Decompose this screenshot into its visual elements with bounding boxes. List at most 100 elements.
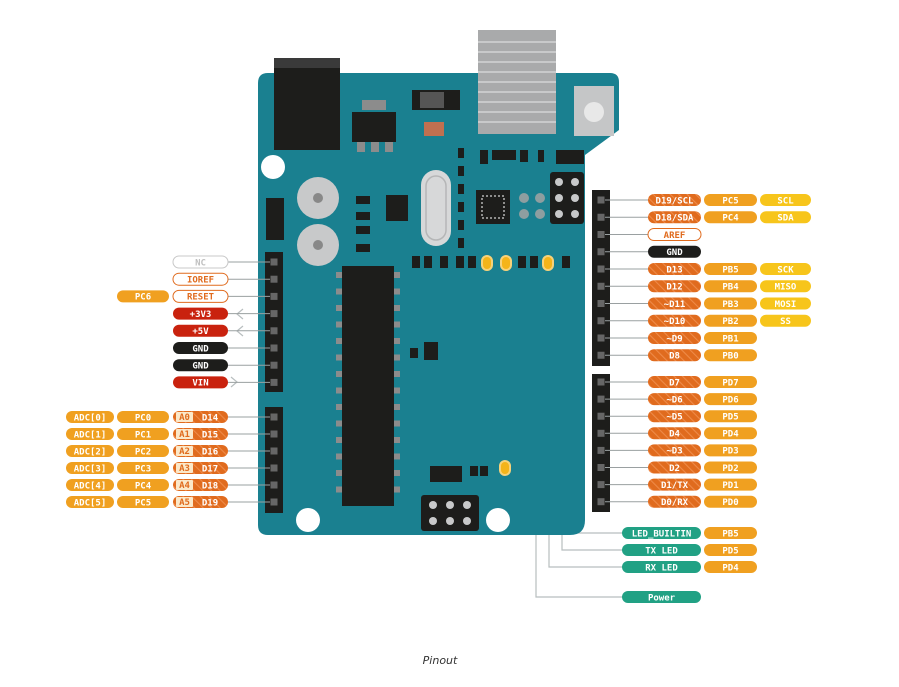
- left-analog-adc-2-bg: [66, 445, 114, 457]
- right-upper-func-5-text: MISO: [775, 283, 797, 293]
- right-upper-label-1-text: D18/SDA: [656, 214, 695, 224]
- right-upper-func-7-text: SS: [780, 317, 791, 327]
- left-analog-adc-0-text: ADC[0]: [74, 413, 107, 423]
- smd-part-6: [480, 150, 488, 164]
- mounting-hole-tl: [261, 155, 285, 179]
- left-analog-tag-5: A5: [176, 497, 193, 508]
- led-label-1: TX LED: [622, 544, 701, 556]
- analog-tag-text-1: A1: [179, 430, 190, 440]
- analog-tag-bg-2: [176, 446, 193, 456]
- chip-pin-r-9: [394, 420, 400, 427]
- right-upper-func-1: SDA: [760, 211, 811, 224]
- right-upper-port-4: PB5: [704, 263, 757, 275]
- right-lower-port-1-text: PD6: [722, 395, 738, 405]
- left-analog-port-4-bg: [117, 479, 169, 491]
- right-upper-func-4-text: SCK: [777, 265, 794, 275]
- right-upper-label-4-text: D13: [666, 265, 682, 275]
- smd-part-3: [458, 202, 464, 212]
- smd-part-19: [530, 256, 538, 268]
- analog-tag-bg-3: [176, 463, 193, 473]
- usb-chip: [476, 190, 510, 224]
- right-upper-port-8-bg: [704, 332, 757, 344]
- right-upper-port-8: PB1: [704, 332, 757, 344]
- reg-lead-3: [385, 142, 393, 152]
- chip-pin-l-9: [336, 420, 342, 427]
- left-analog-pin-3: [270, 464, 278, 472]
- right-lower-pin-6: [597, 481, 605, 489]
- led-port-2-bg: [704, 561, 757, 573]
- left-power-pin-4: [270, 327, 278, 335]
- right-lower-port-6-bg: [704, 478, 757, 491]
- right-lower-port-0: PD7: [704, 376, 757, 388]
- smd-part-4: [458, 220, 464, 230]
- left-analog-adc-3: ADC[3]: [66, 462, 114, 474]
- chip-pin-r-0: [394, 272, 400, 278]
- smd-part-9: [356, 196, 370, 204]
- right-lower-port-3-bg: [704, 427, 757, 440]
- led-label-1-text: TX LED: [645, 546, 678, 556]
- led-port-0: PB5: [704, 527, 757, 539]
- right-upper-pin-7: [597, 317, 605, 325]
- right-upper-label-0-text: D19/SCL: [656, 196, 695, 206]
- right-upper-label-0: D19/SCL: [648, 194, 701, 206]
- right-lower-port-5: PD2: [704, 461, 757, 474]
- smd-part-17: [468, 256, 476, 268]
- left-analog-port-0: PC0: [117, 411, 169, 423]
- right-lower-port-7-bg: [704, 495, 757, 508]
- left-analog-port-2: PC2: [117, 445, 169, 457]
- right-lower-label-6-bg: [648, 478, 701, 491]
- left-power-label-7: VIN: [173, 376, 228, 389]
- left-analog-digital-text-2: D16: [202, 447, 218, 457]
- left-power-label-1-bg: [172, 272, 229, 286]
- smd-part-2: [458, 184, 464, 194]
- right-lower-label-6-text: D1/TX: [661, 481, 689, 491]
- left-analog-adc-1-bg: [66, 428, 114, 440]
- led-label-0: LED_BUILTIN: [622, 527, 701, 539]
- led-0: [481, 255, 493, 271]
- right-lower-label-1: ~D6: [648, 393, 701, 405]
- reg-lead-2: [371, 142, 379, 152]
- smd-part-1: [458, 166, 464, 176]
- chip-pin-r-5: [394, 354, 400, 361]
- left-analog-adc-3-bg: [66, 462, 114, 474]
- left-power-label-3: +3V3: [173, 307, 228, 320]
- left-power-label-7-bg: [173, 376, 228, 389]
- right-lower-label-4-bg: [648, 444, 701, 457]
- left-analog-adc-3-text: ADC[3]: [74, 464, 107, 474]
- right-upper-pin-8: [597, 334, 605, 342]
- right-lower-header: [592, 374, 610, 512]
- right-upper-label-6: ~D11: [648, 297, 701, 310]
- left-power-label-6: GND: [173, 359, 228, 372]
- right-upper-label-9-text: D8: [669, 352, 680, 362]
- right-upper-label-2: AREF: [647, 228, 702, 241]
- capacitor-2-mark: [313, 240, 323, 250]
- right-upper-func-0-bg: [760, 194, 811, 206]
- left-analog-port-1: PC1: [117, 428, 169, 440]
- analog-tag-text-3: A3: [179, 464, 190, 474]
- chip-pin-r-3: [394, 321, 400, 328]
- smd-part-21: [410, 348, 418, 358]
- smd-part-14: [424, 256, 432, 268]
- right-lower-label-7: D0/RX: [648, 495, 701, 508]
- fuse: [424, 122, 444, 136]
- regulator-2: [266, 198, 284, 240]
- right-lower-port-4-bg: [704, 444, 757, 457]
- right-lower-port-6: PD1: [704, 478, 757, 491]
- chip-pin-r-6: [394, 371, 400, 377]
- led-1: [500, 255, 512, 271]
- right-lower-port-4-text: PD3: [722, 447, 738, 457]
- chip-pin-r-7: [394, 387, 400, 394]
- right-upper-func-5: MISO: [760, 280, 811, 293]
- smd-part-12: [356, 244, 370, 252]
- right-lower-port-2-text: PD5: [722, 413, 738, 423]
- header-pins: [270, 196, 605, 506]
- left-analog-digital-text-3: D17: [202, 464, 218, 474]
- chip-pin-l-3: [336, 321, 342, 328]
- right-lower-port-7: PD0: [704, 495, 757, 508]
- regulator-tab: [362, 100, 386, 110]
- left-power-label-2-bg: [172, 289, 229, 303]
- right-upper-label-5-bg: [648, 280, 701, 293]
- left-analog-port-0-text: PC0: [135, 413, 151, 423]
- reset-button-cap: [584, 102, 604, 122]
- left-analog-adc-0-bg: [66, 411, 114, 423]
